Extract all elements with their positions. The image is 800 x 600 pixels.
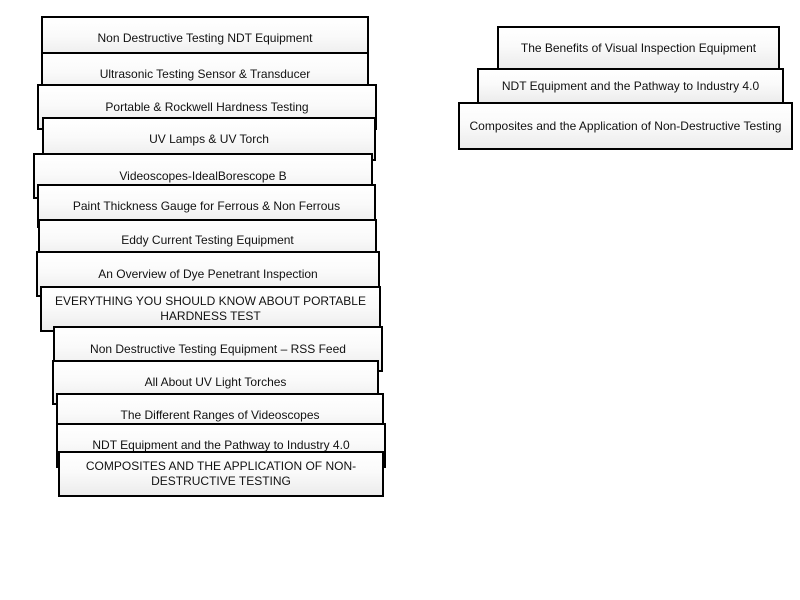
card-label: An Overview of Dye Penetrant Inspection [98,266,318,281]
card-label: Paint Thickness Gauge for Ferrous & Non … [72,198,341,213]
card-label: Portable & Rockwell Hardness Testing [105,99,309,114]
card-label: The Benefits of Visual Inspection Equipm… [520,40,757,55]
card-composites-right: Composites and the Application of Non-De… [458,102,793,150]
card-label: Videoscopes-IdealBorescope B [119,168,287,183]
card-label: EVERYTHING YOU SHOULD KNOW ABOUT PORTABL… [55,294,366,323]
card-label: Eddy Current Testing Equipment [121,232,294,247]
card-label: NDT Equipment and the Pathway to Industr… [92,438,350,452]
card-label: Non Destructive Testing Equipment – RSS … [90,341,346,356]
card-label: The Different Ranges of Videoscopes [120,407,320,422]
card-visual-inspection: The Benefits of Visual Inspection Equipm… [497,26,780,70]
card-label: UV Lamps & UV Torch [149,131,269,146]
card-label: Non Destructive Testing NDT Equipment [97,30,313,45]
card-label: Ultrasonic Testing Sensor & Transducer [99,66,311,81]
card-pathway-industry-right: NDT Equipment and the Pathway to Industr… [477,68,784,104]
card-label: All About UV Light Torches [144,375,287,389]
card-label: COMPOSITES AND THE APPLICATION OF NON-DE… [85,459,357,488]
card-label: Composites and the Application of Non-De… [469,118,782,133]
card-label: NDT Equipment and the Pathway to Industr… [501,78,760,93]
card-composites-ndt: COMPOSITES AND THE APPLICATION OF NON-DE… [58,451,384,497]
